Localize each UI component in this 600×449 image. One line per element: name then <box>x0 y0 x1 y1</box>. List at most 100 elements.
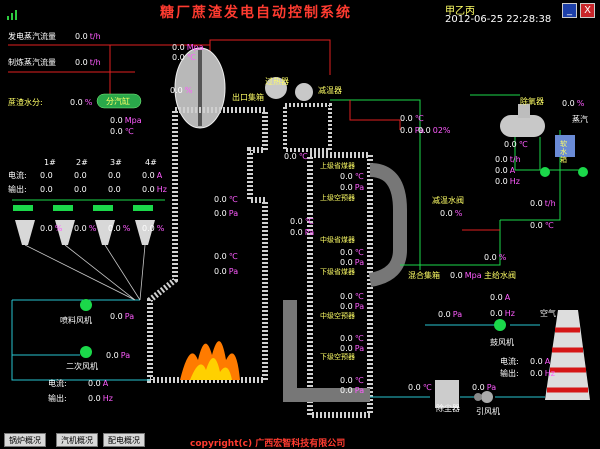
middle-economizer-label: 中级省煤器 <box>320 236 355 244</box>
blower-label: 鼓风机 <box>490 338 514 347</box>
feed-temp: 0.0℃ <box>530 221 554 230</box>
steam-header-icon <box>96 93 142 109</box>
soft-water-tank-label: 软水箱 <box>560 140 567 164</box>
dust-collector-label: 除尘器 <box>436 404 460 413</box>
feed-valve-label: 主给水阀 <box>484 271 516 280</box>
copyright-text: copyright(c) 广西宏智科技有限公司 <box>190 439 346 449</box>
feeder3-pct: 0.0% <box>108 224 131 233</box>
proc-steam-label: 制炼蒸汽流量 <box>8 58 56 67</box>
datetime: 2012-06-25 22:28:38 <box>445 14 552 25</box>
upper-economizer-label: 上级省煤器 <box>320 162 355 170</box>
feeder-output-label: 输出: <box>8 185 27 194</box>
id-current-label: 电流: <box>500 357 519 366</box>
secondary-output-label: 输出: <box>48 394 67 403</box>
feeder-label-1: 1# <box>44 158 56 167</box>
feeder-label-3: 3# <box>110 158 122 167</box>
feeder1-output: 0.0 <box>40 185 53 194</box>
app-title: 糖厂蔗渣发电自动控制系统 <box>160 5 352 21</box>
mixing-header-label: 混合集箱 <box>408 271 440 280</box>
id-output-label: 输出: <box>500 369 519 378</box>
desuper-valve-pct: 0.0% <box>440 209 463 218</box>
flue-v4: 0.0℃ <box>284 152 308 161</box>
feeder2-output: 0.0 <box>74 185 87 194</box>
furnace-temp2: 0.0℃ <box>214 252 238 261</box>
upper-air-preheater-label: 上级空预器 <box>320 194 355 202</box>
flue-v9: 0.0℃ <box>340 248 364 257</box>
tab-boiler-overview[interactable]: 锅炉概况 <box>4 433 46 447</box>
feeder2-current: 0.0 <box>74 171 87 180</box>
header-val2: 0.0℃ <box>110 127 134 136</box>
secondary-current-label: 电流: <box>48 379 67 388</box>
steam-header-label: 分汽缸 <box>106 97 130 106</box>
lower-economizer-label: 下级省煤器 <box>320 268 355 276</box>
secondary-fan-label: 二次风机 <box>66 362 98 371</box>
feeder-current-label: 电流: <box>8 171 27 180</box>
bagasse-moisture-label: 蔗渣水分: <box>8 98 43 107</box>
steam-label: 蒸汽 <box>572 115 588 124</box>
lower-air-preheater-label: 下级空预器 <box>320 353 355 361</box>
flue-v11: 0.0℃ <box>340 292 364 301</box>
flue-v1: 0.0℃ <box>400 114 424 123</box>
feed-pct: 0.0% <box>484 253 507 262</box>
desuper-valve-label: 减温水阀 <box>432 196 464 205</box>
feeder1-current: 0.0 <box>40 171 53 180</box>
feeder3-current: 0.0 <box>108 171 121 180</box>
desuperheater-label: 减温器 <box>318 86 342 95</box>
feeder3-output: 0.0 <box>108 185 121 194</box>
air-label: 空气 <box>540 309 556 318</box>
deaerator-level: 0.0% <box>562 99 585 108</box>
feeder1-pct: 0.0% <box>40 224 63 233</box>
feeder-label-4: 4# <box>145 158 157 167</box>
flue-v13: 0.0℃ <box>340 334 364 343</box>
bagasse-moisture-value: 0.0% <box>70 98 93 107</box>
deaerator-temp: 0.0℃ <box>504 140 528 149</box>
close-button[interactable]: X <box>580 3 595 18</box>
shift-label: 甲乙丙 <box>445 6 475 17</box>
signal-icon <box>6 5 20 20</box>
superheater-label: 过热器 <box>265 77 289 86</box>
drum-temp: 0.0℃ <box>172 53 196 62</box>
tab-turbine-overview[interactable]: 汽机概况 <box>56 433 98 447</box>
feeder-label-2: 2# <box>76 158 88 167</box>
feeder4-pct: 0.0% <box>142 224 165 233</box>
level-value: 0.0% <box>170 86 193 95</box>
tab-power-overview[interactable]: 配电概况 <box>103 433 145 447</box>
flue-v7: 0.0℃ <box>290 217 314 226</box>
flue-v5: 0.0℃ <box>340 172 364 181</box>
induced-fan-label: 引风机 <box>476 407 500 416</box>
feeder2-pct: 0.0% <box>74 224 97 233</box>
middle-air-preheater-label: 中级空预器 <box>320 312 355 320</box>
minimize-button[interactable]: _ <box>562 3 577 18</box>
furnace-temp1: 0.0℃ <box>214 195 238 204</box>
